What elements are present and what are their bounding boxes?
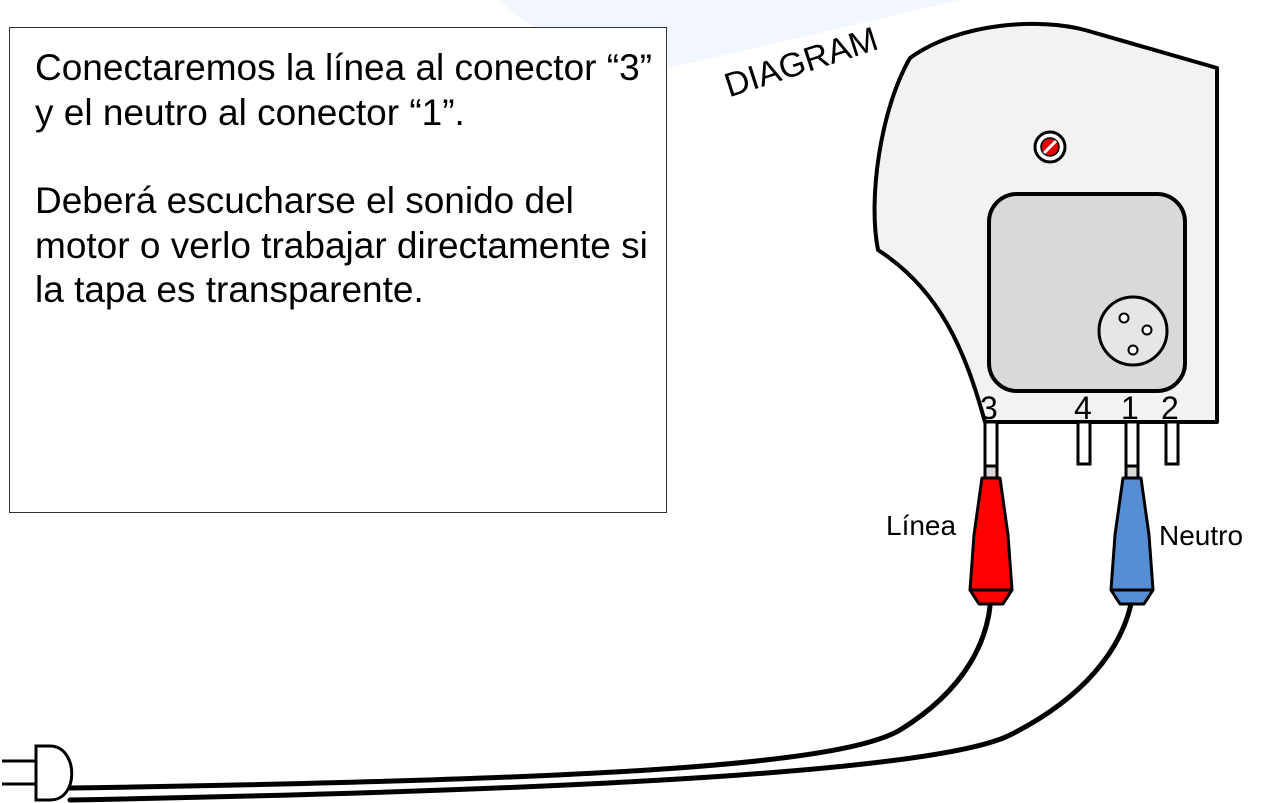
socket-icon [1097, 295, 1169, 367]
terminal-label-4: 4 [1074, 390, 1092, 426]
line-label: Línea [886, 510, 956, 541]
power-cable [67, 590, 1136, 803]
line-clip [968, 464, 1014, 606]
screw-icon [1033, 130, 1067, 164]
instruction-box: Conectaremos la línea al conector “3” y … [9, 27, 667, 513]
terminal-label-3: 3 [980, 390, 998, 426]
instruction-paragraph-1: Conectaremos la línea al conector “3” y … [35, 47, 652, 133]
terminal-pin-1 [1124, 420, 1140, 468]
neutral-label: Neutro [1159, 520, 1243, 551]
neutral-clip [1109, 464, 1155, 606]
instruction-paragraph-2: Deberá escucharse el sonido del motor o … [35, 180, 648, 310]
terminal-label-1: 1 [1121, 390, 1139, 426]
plug-icon [2, 744, 74, 802]
device-window [987, 192, 1187, 393]
terminal-pins [983, 420, 1180, 468]
terminal-pin-4 [1076, 420, 1092, 466]
terminal-pin-3 [983, 420, 999, 468]
terminal-label-2: 2 [1161, 390, 1179, 426]
terminal-pin-2 [1164, 420, 1180, 466]
